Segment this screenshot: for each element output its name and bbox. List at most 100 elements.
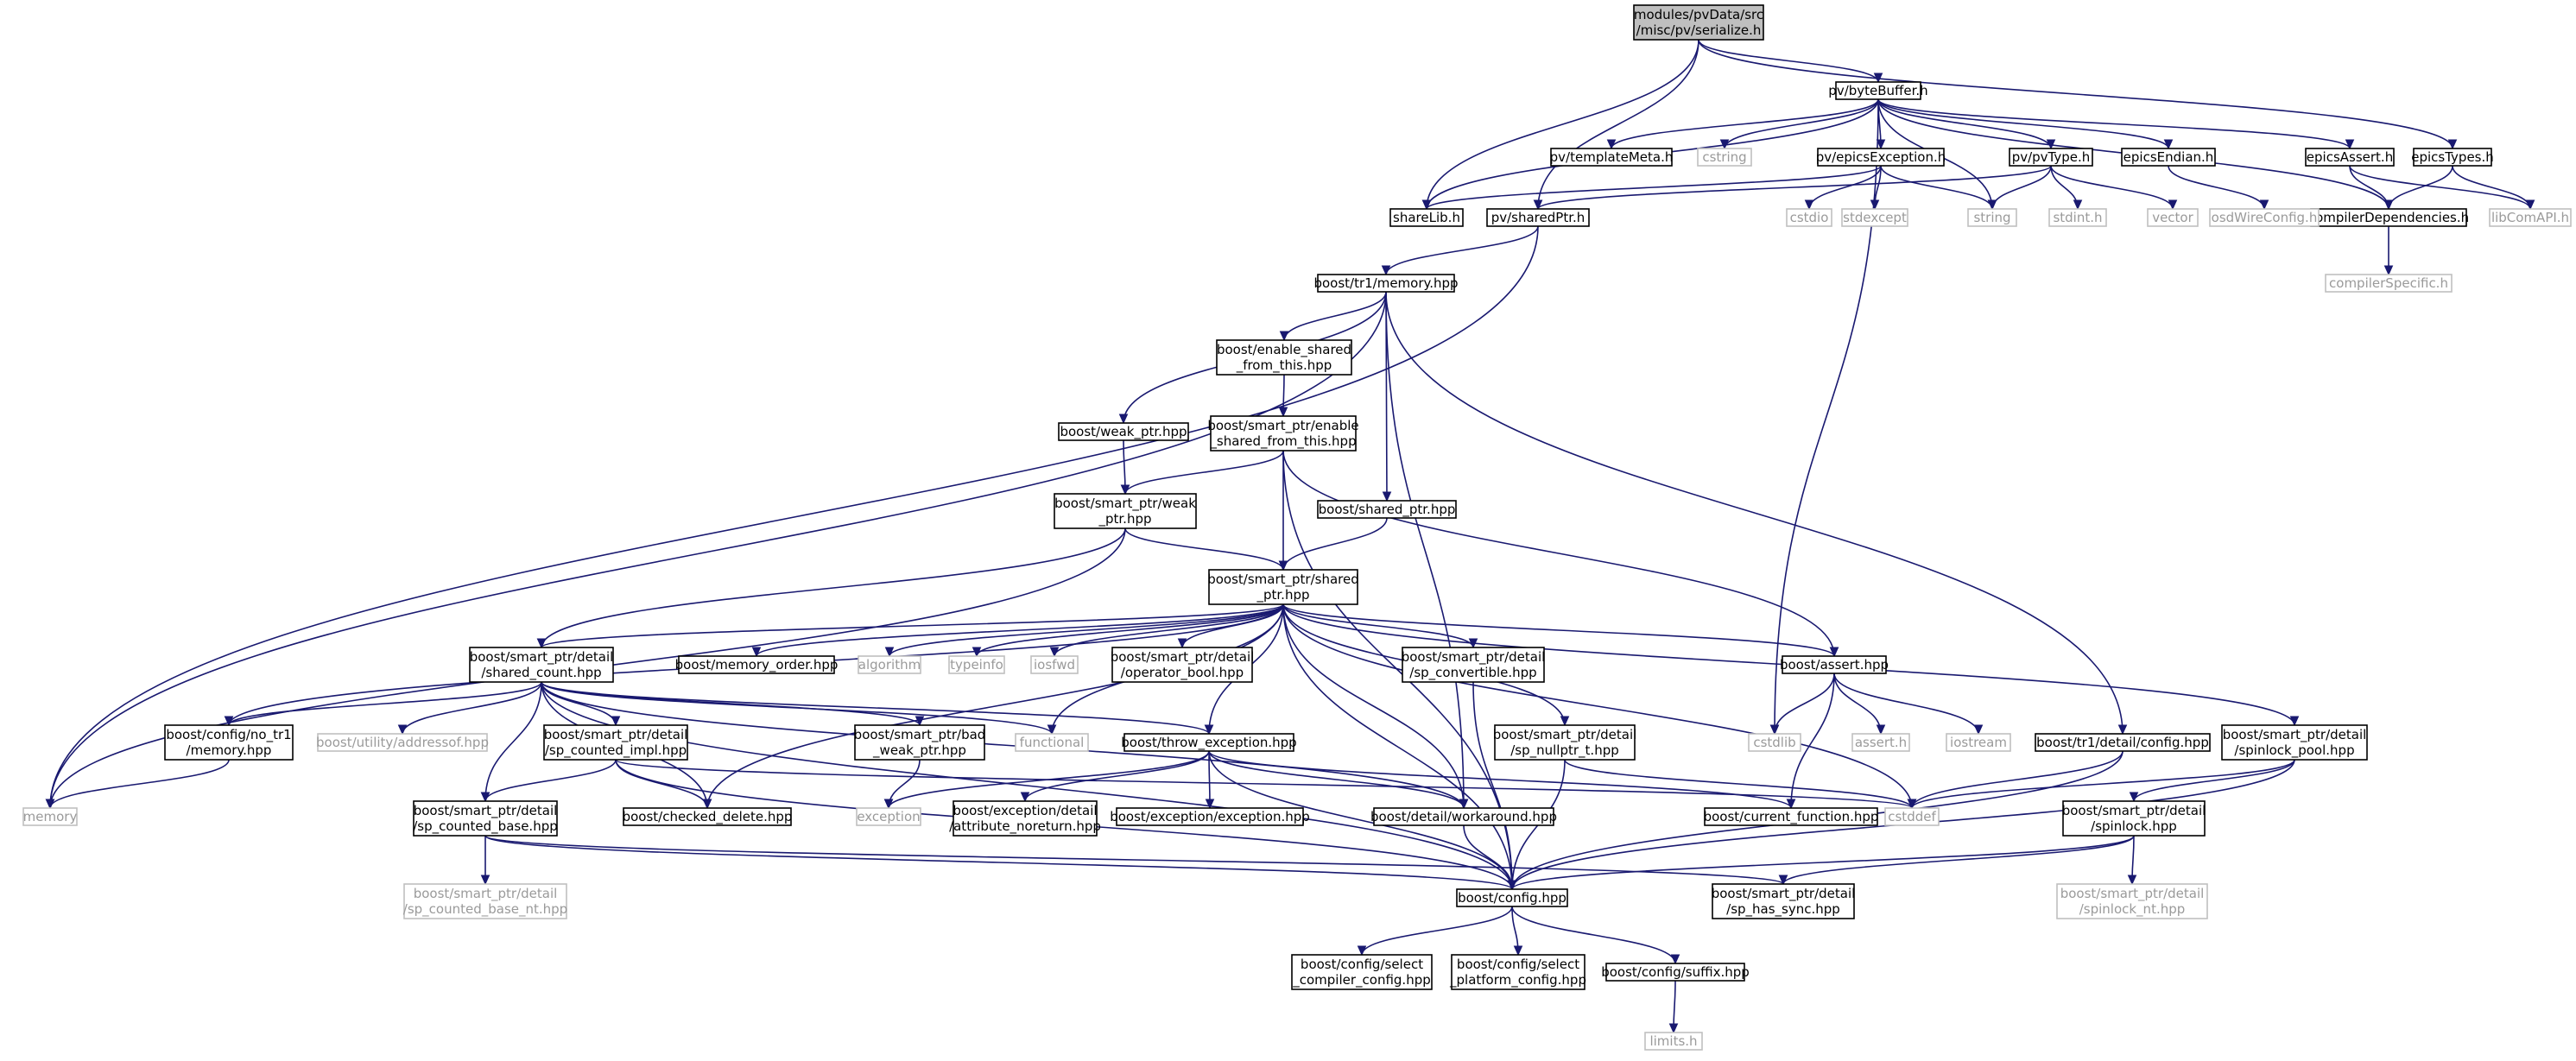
node-throwexc[interactable]: boost/throw_exception.hpp xyxy=(1121,733,1297,752)
node-addressof[interactable]: boost/utility/addressof.hpp xyxy=(316,733,489,752)
node-functional[interactable]: functional xyxy=(1015,733,1089,752)
node-label: /sp_convertible.hpp xyxy=(1409,665,1536,681)
node-iostream[interactable]: iostream xyxy=(1946,733,2011,752)
node-label: boost/smart_ptr/detail xyxy=(1712,886,1856,902)
node-compilerdep[interactable]: compilerDependencies.h xyxy=(2308,208,2469,227)
node-excattr[interactable]: boost/exception/detail/attribute_noretur… xyxy=(949,800,1101,837)
node-spcountedimpl[interactable]: boost/smart_ptr/detail/sp_counted_impl.h… xyxy=(543,724,688,761)
node-label: boost/exception/detail xyxy=(953,803,1097,818)
node-label: _weak_ptr.hpp xyxy=(872,742,966,759)
node-exception[interactable]: exception xyxy=(856,807,921,826)
node-compilerspec[interactable]: compilerSpecific.h xyxy=(2325,274,2453,293)
node-box xyxy=(1851,733,1910,752)
node-box xyxy=(1456,888,1568,907)
node-string[interactable]: string xyxy=(1967,208,2017,227)
node-spinlockpool[interactable]: boost/smart_ptr/detail/spinlock_pool.hpp xyxy=(2221,724,2368,761)
node-label: /operator_bool.hpp xyxy=(1121,665,1244,681)
edge-sharedcount-to-addressof xyxy=(397,681,542,736)
node-sharedptr[interactable]: pv/sharedPtr.h xyxy=(1486,208,1590,227)
node-box xyxy=(2305,148,2395,167)
node-sharedptrhpp[interactable]: boost/shared_ptr.hpp xyxy=(1317,500,1457,519)
node-spinlocknt[interactable]: boost/smart_ptr/detail/spinlock_nt.hpp xyxy=(2056,883,2208,919)
node-sphassync[interactable]: boost/smart_ptr/detail/sp_has_sync.hpp xyxy=(1712,883,1856,919)
node-label: _ptr.hpp xyxy=(1098,511,1151,527)
node-assert[interactable]: boost/assert.hpp xyxy=(1780,655,1889,674)
node-spcountedbase[interactable]: boost/smart_ptr/detail/sp_counted_base.h… xyxy=(413,800,558,837)
node-badweak[interactable]: boost/smart_ptr/bad_weak_ptr.hpp xyxy=(854,724,986,761)
node-box xyxy=(164,724,294,761)
node-pvtype[interactable]: pv/pvType.h xyxy=(2009,148,2093,167)
node-spcountedbasent[interactable]: boost/smart_ptr/detail/sp_counted_base_n… xyxy=(403,883,567,919)
node-spnullptr[interactable]: boost/smart_ptr/detail/sp_nullptr_t.hpp xyxy=(1493,724,1637,761)
node-label: _compiler_config.hpp xyxy=(1292,972,1431,988)
node-label: boost/shared_ptr.hpp xyxy=(1319,502,1456,518)
node-libcomapi[interactable]: libComAPI.h xyxy=(2489,208,2572,227)
node-spweak[interactable]: boost/smart_ptr/weak_ptr.hpp xyxy=(1054,493,1197,529)
edge-assert-to-currentfunc xyxy=(1786,673,1835,810)
node-templatemeta[interactable]: pv/templateMeta.h xyxy=(1550,148,1674,167)
nodes-layer: modules/pvData/src/misc/pv/serialize.h pv… xyxy=(22,4,2572,1051)
node-asserth[interactable]: assert.h xyxy=(1851,733,1910,752)
node-excexc[interactable]: boost/exception/exception.hpp xyxy=(1110,807,1310,826)
node-label: cstring xyxy=(1702,149,1746,165)
node-iosfwd[interactable]: iosfwd xyxy=(1030,655,1079,674)
node-label: iostream xyxy=(1950,735,2007,750)
edge-assert-to-cstdlib xyxy=(1769,673,1835,736)
edge-sharedptr-to-tr1memory xyxy=(1381,225,1539,276)
node-sharedcount[interactable]: boost/smart_ptr/detail/shared_count.hpp xyxy=(469,647,614,683)
node-typeinfo[interactable]: typeinfo xyxy=(948,655,1005,674)
node-sharelib[interactable]: shareLib.h xyxy=(1389,208,1464,227)
node-label: boost/smart_ptr/detail xyxy=(414,886,558,902)
node-memory[interactable]: memory xyxy=(22,807,78,826)
node-epicsassert[interactable]: epicsAssert.h xyxy=(2305,148,2395,167)
node-label: boost/smart_ptr/weak xyxy=(1054,496,1196,512)
node-cstddef[interactable]: cstddef xyxy=(1884,807,1940,826)
node-selcompiler[interactable]: boost/config/select_compiler_config.hpp xyxy=(1291,954,1433,990)
node-label: typeinfo xyxy=(950,657,1003,673)
node-epicsendian[interactable]: epicsEndian.h xyxy=(2121,148,2216,167)
node-label: boost/current_function.hpp xyxy=(1704,809,1879,825)
node-memorder[interactable]: boost/memory_order.hpp xyxy=(675,655,839,674)
node-cstring[interactable]: cstring xyxy=(1697,148,1752,167)
node-config[interactable]: boost/config.hpp xyxy=(1456,888,1568,907)
node-box xyxy=(1967,208,2017,227)
node-workaround[interactable]: boost/detail/workaround.hpp xyxy=(1370,807,1557,826)
node-stdint[interactable]: stdint.h xyxy=(2048,208,2107,227)
node-box xyxy=(1704,807,1878,826)
node-label: boost/smart_ptr/enable xyxy=(1207,418,1358,434)
node-cstdio[interactable]: cstdio xyxy=(1786,208,1832,227)
node-checkeddelete[interactable]: boost/checked_delete.hpp xyxy=(623,807,793,826)
node-label: boost/tr1/memory.hpp xyxy=(1313,275,1458,291)
edge-root-to-sharelib xyxy=(1421,39,1699,211)
node-weakptr[interactable]: boost/weak_ptr.hpp xyxy=(1058,422,1189,441)
node-tr1memory[interactable]: boost/tr1/memory.hpp xyxy=(1313,274,1459,293)
node-vector[interactable]: vector xyxy=(2147,208,2199,227)
node-enableshared[interactable]: boost/enable_shared_from_this.hpp xyxy=(1216,339,1352,376)
edge-spinlock-to-spinlocknt xyxy=(2127,835,2137,886)
node-label: boost/smart_ptr/detail xyxy=(414,803,558,819)
node-tr1config[interactable]: boost/tr1/detail/config.hpp xyxy=(2035,733,2211,752)
node-epicstypes[interactable]: epicsTypes.h xyxy=(2411,148,2494,167)
node-limits[interactable]: limits.h xyxy=(1644,1032,1703,1051)
node-epicsexception[interactable]: pv/epicsException.h xyxy=(1816,148,1946,167)
node-suffix[interactable]: boost/config/suffix.hpp xyxy=(1601,963,1750,982)
node-spconvertible[interactable]: boost/smart_ptr/detail/sp_convertible.hp… xyxy=(1402,647,1546,683)
node-stdexcept[interactable]: stdexcept xyxy=(1841,208,1908,227)
node-osdwire[interactable]: osdWireConfig.h xyxy=(2209,208,2320,227)
edge-spshared-to-memorder xyxy=(751,603,1284,658)
node-opbool[interactable]: boost/smart_ptr/detail/operator_bool.hpp xyxy=(1111,647,1255,683)
node-root[interactable]: modules/pvData/src/misc/pv/serialize.h xyxy=(1633,4,1764,41)
node-notr1[interactable]: boost/config/no_tr1/memory.hpp xyxy=(164,724,294,761)
node-currentfunc[interactable]: boost/current_function.hpp xyxy=(1704,807,1879,826)
edge-epicsexception-to-cstdio xyxy=(1804,165,1882,211)
node-box xyxy=(1317,500,1457,519)
edge-root-to-epicstypes xyxy=(1698,39,2458,150)
node-selplatform[interactable]: boost/config/select_platform_config.hpp xyxy=(1449,954,1586,990)
node-spshared[interactable]: boost/smart_ptr/shared_ptr.hpp xyxy=(1207,569,1359,605)
node-spinlock[interactable]: boost/smart_ptr/detail/spinlock.hpp xyxy=(2062,800,2206,837)
node-bytebuffer[interactable]: pv/byteBuffer.h xyxy=(1828,81,1928,100)
node-spenable[interactable]: boost/smart_ptr/enable_shared_from_this.… xyxy=(1207,415,1359,452)
node-cstdlib[interactable]: cstdlib xyxy=(1748,733,1801,752)
node-algorithm[interactable]: algorithm xyxy=(858,655,921,674)
